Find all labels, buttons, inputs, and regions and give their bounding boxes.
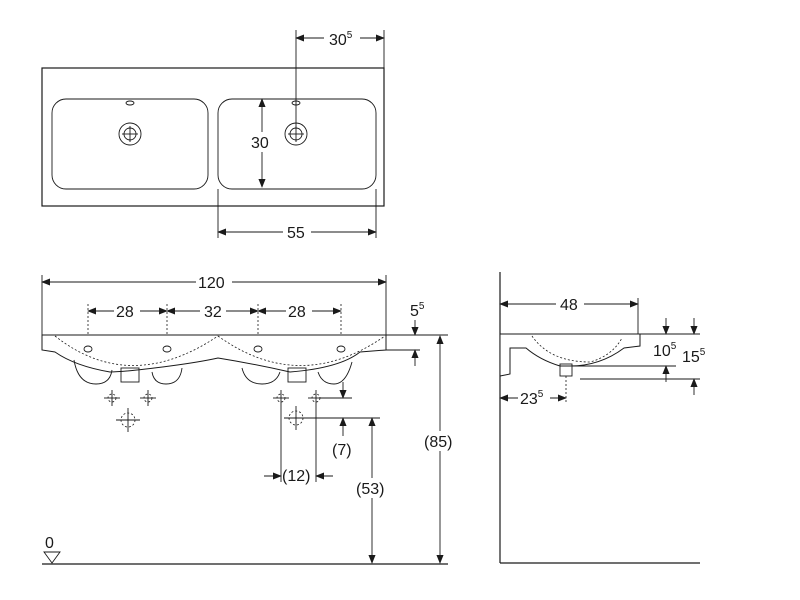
dim-tap-spacing-left: 28 (116, 304, 134, 321)
front-view: 120 28 32 28 (41, 272, 458, 565)
wall-fixing-cross-icon-2 (140, 390, 156, 406)
dim-waste-offset-v: (7) (332, 442, 352, 459)
waste-cross-icon-1 (116, 408, 140, 432)
waste-outlet-right (287, 367, 307, 383)
dim-tap-spacing-middle: 32 (204, 304, 222, 321)
waste-cross-icon-2 (284, 406, 308, 430)
floor-level-label: 0 (45, 535, 54, 552)
dim-basin-width: 55 (287, 225, 305, 242)
dim-mounting-height: (85) (424, 434, 452, 451)
side-view: 48 105 155 235 (499, 272, 706, 564)
dim-basin-depth: 30 (251, 135, 269, 152)
dim-tap-spacing-right: 28 (288, 304, 306, 321)
wall-fixing-cross-icon-1 (104, 390, 120, 406)
dim-side-depth: 48 (560, 297, 578, 314)
dim-outlet-from-wall: 235 (520, 389, 544, 408)
washbasin-front-outline (41, 334, 387, 373)
dim-rim-thickness: 55 (410, 301, 425, 320)
washbasin-outline-top (41, 67, 385, 207)
tap-hole-markers (83, 345, 346, 353)
dim-waste-height: (53) (356, 481, 384, 498)
top-view: 305 30 55 (41, 28, 385, 242)
dim-overflow-offset: 305 (329, 30, 353, 49)
dim-rim-to-outlet: 105 (653, 341, 677, 360)
dim-total-width: 120 (198, 275, 225, 292)
dim-rim-to-bottom: 155 (682, 347, 706, 366)
drain-left-icon (118, 122, 142, 146)
right-basin-bowl (217, 98, 377, 190)
washbasin-side-profile (499, 333, 641, 377)
dim-waste-offset-h: (12) (282, 468, 310, 485)
left-basin-bowl (51, 98, 209, 190)
waste-outlet-left (120, 367, 140, 383)
wall-fixing-cross-icon-3 (273, 390, 289, 406)
floor-level-triangle-icon (43, 551, 61, 564)
tap-hole-left (125, 100, 135, 106)
